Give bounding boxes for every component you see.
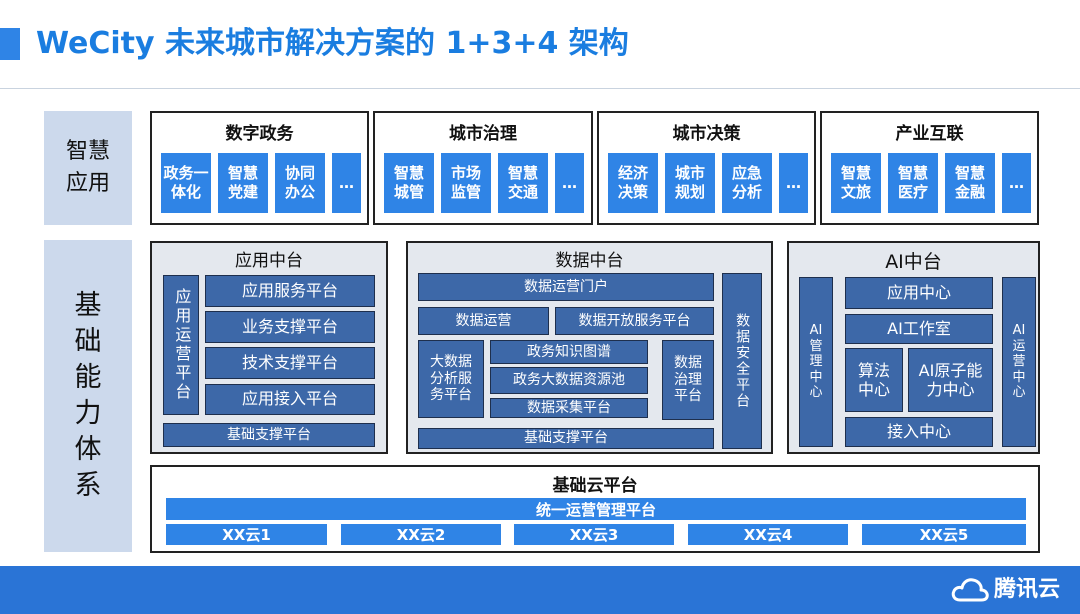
app-platform-box: 应用中台 应用运营平台 应用服务平台 业务支撑平台 技术支撑平台 应用接入平台 … [150,241,388,454]
data-ops-portal: 数据运营门户 [418,273,714,301]
app-box-city-governance: 城市治理 智慧城管 市场监管 智慧交通 … [373,111,593,225]
cloud-1: XX云1 [166,524,327,545]
side-label-line: 应用 [65,171,110,196]
app-base-support-platform: 基础支撑平台 [163,423,375,447]
unified-ops-platform: 统一运营管理平台 [166,498,1026,520]
cloud-2: XX云2 [341,524,501,545]
tile-smart-city-mgmt: 智慧城管 [384,153,434,213]
cloud-3: XX云3 [514,524,674,545]
footer-bar [0,566,1080,614]
ai-platform-title: AI中台 [885,250,942,273]
app-service-platform: 应用服务平台 [205,275,375,307]
tile-economic-decision: 经济决策 [608,153,658,213]
side-label-smart-app: 智慧 应用 [44,111,132,225]
tile-smart-party: 智慧党建 [218,153,268,213]
header-divider [0,88,1080,89]
cloud-4: XX云4 [688,524,848,545]
title-accent-bar [0,28,20,60]
base-cloud-box: 基础云平台 统一运营管理平台 XX云1 XX云2 XX云3 XX云4 XX云5 [150,465,1040,553]
cloud-logo-icon [951,578,989,602]
data-base-support-platform: 基础支撑平台 [418,428,714,449]
ai-app-center: 应用中心 [845,277,993,309]
ai-access-center: 接入中心 [845,417,993,447]
side-label-char: 基 [74,290,102,321]
tile-emergency-analysis: 应急分析 [722,153,772,213]
brand-name: 腾讯云 [994,577,1061,602]
side-label-char: 础 [74,326,102,357]
data-governance-platform: 数据治理平台 [662,340,714,420]
tile-gov-integration: 政务一体化 [161,153,211,213]
data-platform-box: 数据中台 数据运营门户 数据运营 数据开放服务平台 大数据分析服务平台 政务知识… [406,241,773,454]
data-open-service-platform: 数据开放服务平台 [555,307,714,335]
tile-smart-traffic: 智慧交通 [498,153,548,213]
app-box-title: 数字政务 [225,123,294,144]
tile-smart-medical: 智慧医疗 [888,153,938,213]
tile-more: … [332,153,361,213]
data-ops: 数据运营 [418,307,549,335]
tile-more: … [555,153,584,213]
app-access-platform: 应用接入平台 [205,384,375,415]
app-box-industry-internet: 产业互联 智慧文旅 智慧医疗 智慧金融 … [820,111,1039,225]
data-collection-platform: 数据采集平台 [490,398,648,418]
tile-smart-tourism: 智慧文旅 [831,153,881,213]
side-label-char: 系 [74,470,102,501]
data-security-platform: 数据安全平台 [722,273,762,449]
base-cloud-title: 基础云平台 [552,475,638,496]
business-support-platform: 业务支撑平台 [205,311,375,343]
side-label-char: 能 [74,362,102,393]
app-ops-platform: 应用运营平台 [163,275,199,415]
tile-market-supervision: 市场监管 [441,153,491,213]
big-data-analysis-platform: 大数据分析服务平台 [418,340,484,418]
app-box-title: 产业互联 [895,123,964,144]
tile-collab-office: 协同办公 [275,153,325,213]
tile-more: … [779,153,808,213]
side-label-foundation: 基 础 能 力 体 系 [44,240,132,552]
app-box-title: 城市决策 [672,123,741,144]
app-box-digital-gov: 数字政务 政务一体化 智慧党建 协同办公 … [150,111,369,225]
side-label-char: 体 [74,434,102,465]
page-title: WeCity 未来城市解决方案的 1+3+4 架构 [36,26,629,61]
app-box-title: 城市治理 [449,123,517,144]
app-platform-title: 应用中台 [235,250,303,271]
ai-studio: AI工作室 [845,314,993,344]
tile-smart-finance: 智慧金融 [945,153,995,213]
data-platform-title: 数据中台 [555,250,624,271]
cloud-5: XX云5 [862,524,1026,545]
tile-more: … [1002,153,1031,213]
tech-support-platform: 技术支撑平台 [205,347,375,379]
gov-big-data-pool: 政务大数据资源池 [490,367,648,394]
gov-knowledge-graph: 政务知识图谱 [490,340,648,364]
side-label-char: 力 [74,398,102,429]
tile-city-planning: 城市规划 [665,153,715,213]
ai-atomic-capability-center: AI原子能力中心 [908,348,993,412]
side-label-line: 智慧 [65,139,110,165]
app-box-city-decision: 城市决策 经济决策 城市规划 应急分析 … [597,111,816,225]
algorithm-center: 算法中心 [845,348,903,412]
